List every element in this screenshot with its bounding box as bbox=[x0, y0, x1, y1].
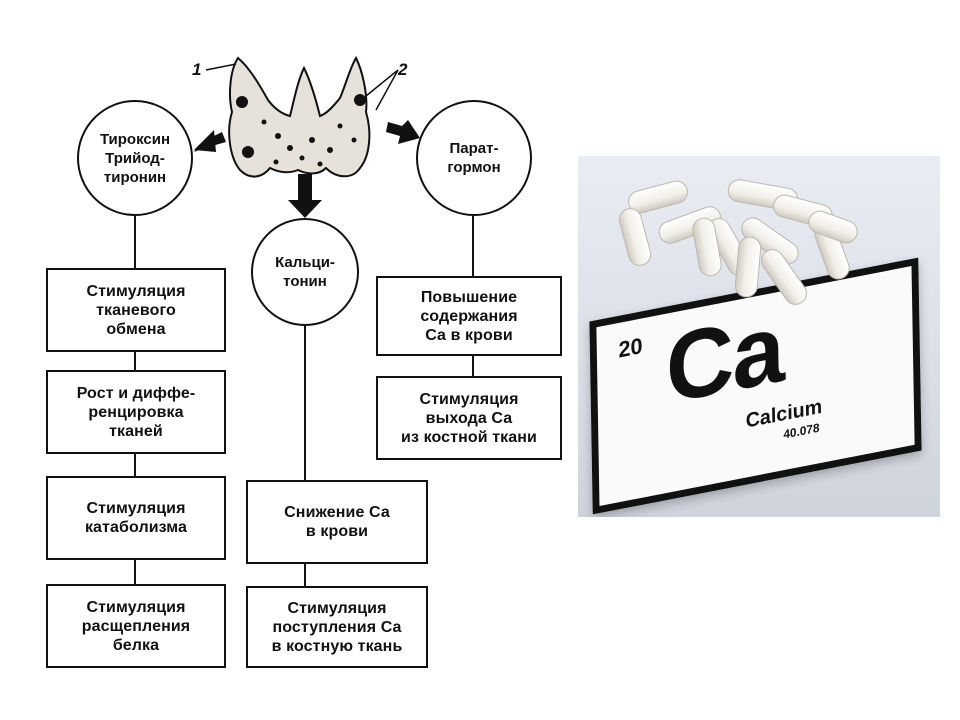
left-box-2: Рост и диффе- ренцировка тканей bbox=[46, 370, 226, 454]
connector-line bbox=[304, 326, 306, 480]
right-box-1: Повышение содержания Са в крови bbox=[376, 276, 562, 356]
right-box-2: Стимуляция выхода Са из костной ткани bbox=[376, 376, 562, 460]
left-box-4: Стимуляция расщепления белка bbox=[46, 584, 226, 668]
middle-box-1: Снижение Са в крови bbox=[246, 480, 428, 564]
arrow-to-calcitonin bbox=[288, 174, 322, 218]
connector-line bbox=[134, 352, 136, 370]
thyroxine-circle: Тироксин Трийод- тиронин bbox=[77, 100, 193, 216]
connector-line bbox=[134, 454, 136, 476]
calcitonin-circle: Кальци- тонин bbox=[251, 218, 359, 326]
connector-line bbox=[134, 560, 136, 584]
left-box-3: Стимуляция катаболизма bbox=[46, 476, 226, 560]
parathormone-circle: Парат- гормон bbox=[416, 100, 532, 216]
arrow-to-thyroxine-head bbox=[194, 130, 216, 152]
marker-1-label: 1 bbox=[192, 60, 202, 79]
gland-arrows bbox=[194, 120, 420, 218]
thyroid-gland-illustration bbox=[205, 55, 399, 178]
connector-line bbox=[472, 216, 474, 276]
left-box-1: Стимуляция тканевого обмена bbox=[46, 268, 226, 352]
connector-line bbox=[304, 564, 306, 586]
calcium-photo: 20 Ca Calcium 40.078 bbox=[578, 156, 940, 517]
capsules-icon bbox=[618, 179, 858, 305]
arrow-to-parathormone bbox=[386, 120, 420, 144]
marker-2-label: 2 bbox=[398, 60, 408, 79]
middle-box-2: Стимуляция поступления Са в костную ткан… bbox=[246, 586, 428, 668]
connector-line bbox=[472, 356, 474, 376]
connector-line bbox=[134, 216, 136, 268]
